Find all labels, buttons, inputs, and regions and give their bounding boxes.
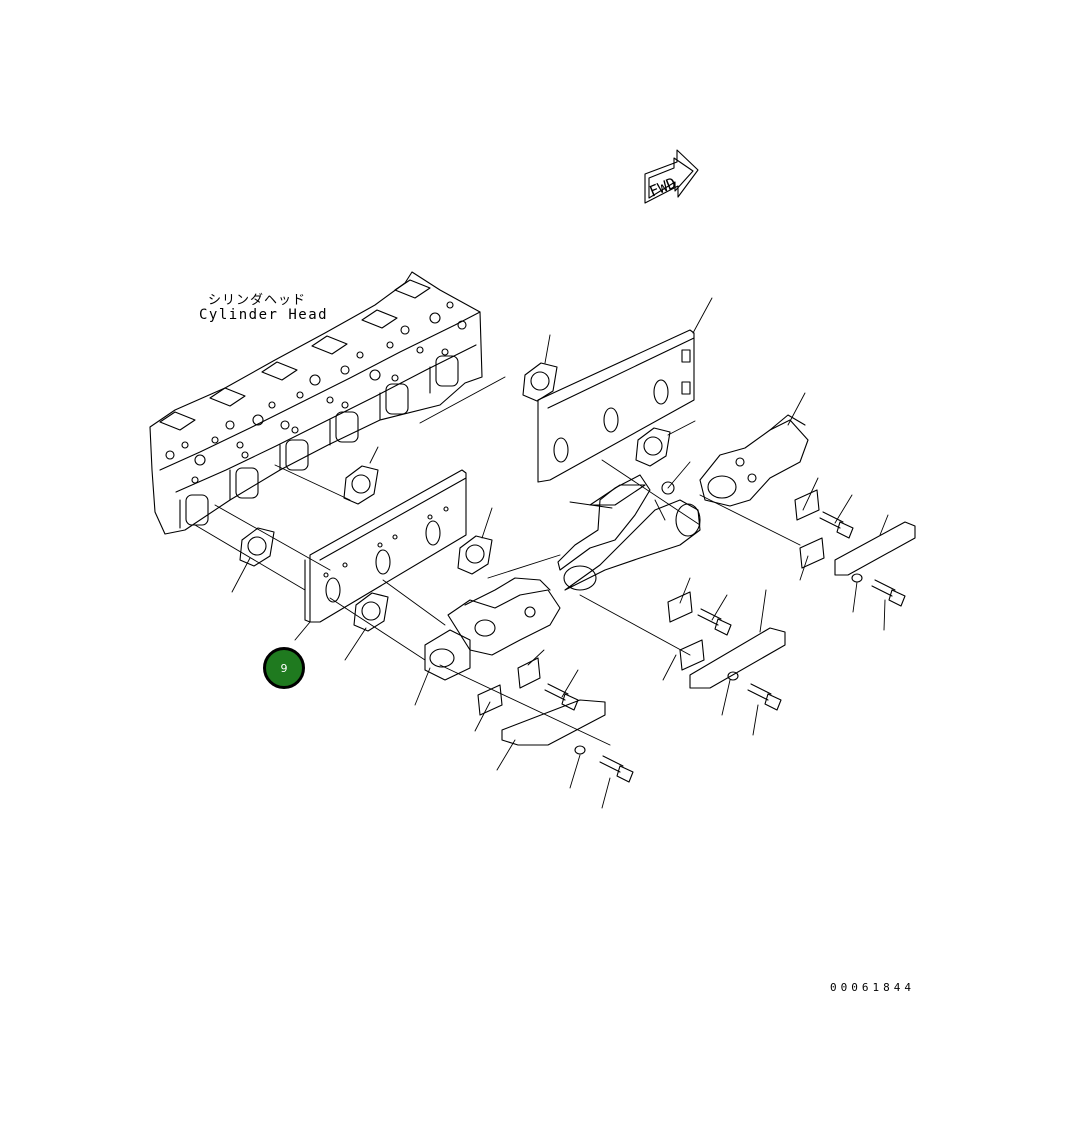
exhaust-gasket-plate-lower	[304, 469, 467, 623]
assembly-guide-lines	[194, 376, 801, 746]
exhaust-manifold-front	[424, 577, 561, 681]
callout-number: 9	[280, 661, 288, 675]
port-gaskets	[239, 362, 671, 632]
fwd-arrow-icon: FWD	[644, 149, 699, 204]
callout-marker-9[interactable]: 9	[263, 647, 305, 689]
cylinder-head-label-en: Cylinder Head	[199, 307, 329, 323]
exhaust-gasket-plate-upper	[537, 329, 695, 483]
exhaust-manifold-rear	[699, 414, 809, 507]
drawing-number: 00061844	[830, 981, 915, 994]
cylinder-head-drawing	[149, 271, 483, 535]
exhaust-manifold-center	[557, 474, 701, 591]
fasteners	[477, 489, 916, 783]
leader-lines	[231, 297, 889, 809]
cylinder-head-label-jp: シリンダヘッド	[208, 293, 307, 308]
